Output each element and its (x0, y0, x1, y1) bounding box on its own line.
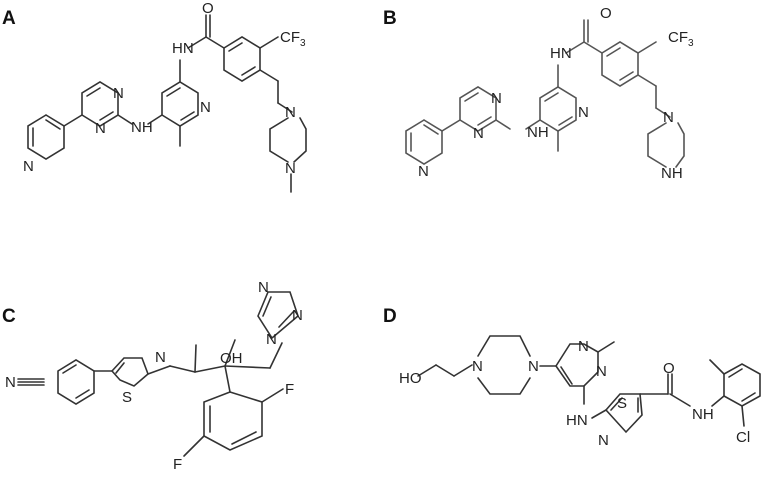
atom-n-pyridine-central-b: N (578, 104, 589, 121)
triazole-ring-c (257, 291, 299, 339)
benzonitrile-ring-c (57, 359, 113, 405)
atom-o-b: O (600, 5, 612, 22)
atom-n-pyrimidine-b1: N (491, 90, 502, 107)
atom-cf3-a: CF3 (280, 29, 306, 49)
atom-n-triazole-c3: N (292, 307, 303, 324)
atom-n-piperazine-a2: N (285, 160, 296, 177)
pyrimidine-ring-a (63, 81, 119, 127)
atom-n-pyridine-a: N (23, 158, 34, 175)
panel-label-d: D (383, 306, 397, 327)
pyrimidine-ring-d (555, 341, 615, 405)
atom-s-thiazole-d: S (617, 395, 627, 412)
molecule-d: HO N N N N HN S N (399, 335, 761, 449)
atom-o-d: O (663, 360, 675, 377)
atom-ho-d: HO (399, 370, 422, 387)
atom-o-a: O (202, 0, 214, 17)
atom-n-piperazine-d2: N (528, 358, 539, 375)
pyrimidine-ring-b (441, 86, 497, 132)
atom-nh-amide-d: NH (692, 406, 714, 423)
molecule-c: N N S OH (5, 279, 303, 473)
difluorophenyl-ring-c (183, 388, 284, 457)
atom-n-piperazine-a1: N (285, 104, 296, 121)
panel-label-b: B (383, 8, 397, 29)
atom-n-piperazine-d1: N (472, 358, 483, 375)
atom-oh-c: OH (220, 350, 243, 367)
piperazine-ring-a (269, 117, 307, 193)
atom-n-pyrimidine-b2: N (473, 125, 484, 142)
pyridine-ring-a (27, 114, 65, 160)
atom-f-c2: F (173, 456, 182, 473)
atom-nh-amide-b: HN (550, 45, 572, 62)
central-pyridine-b (539, 86, 577, 152)
panel-label-c: C (2, 306, 16, 327)
atom-cf3-b: CF3 (668, 29, 694, 49)
atom-cl-d: Cl (736, 429, 750, 446)
atom-s-thiazole-c: S (122, 389, 132, 406)
atom-n-triazole-c1: N (266, 331, 277, 348)
atom-nh-b: NH (527, 124, 549, 141)
atom-nh-a: NH (131, 119, 153, 136)
panel-label-a: A (2, 8, 16, 29)
central-pyridine-a (161, 81, 199, 147)
thiazole-ring-c (111, 357, 171, 387)
atom-f-c1: F (285, 381, 294, 398)
atom-n-piperazine-b1: N (663, 109, 674, 126)
chlorophenyl-ring-d (709, 359, 761, 427)
atom-n-thiazole-d: N (598, 432, 609, 449)
atom-n-pyrimidine-a2: N (95, 120, 106, 137)
atom-n-nitrile-c: N (5, 374, 16, 391)
atom-n-pyridine-central-a: N (200, 99, 211, 116)
atom-n-thiazole-c: N (155, 349, 166, 366)
piperazine-ring-d (477, 335, 557, 395)
benzene-ring-a (223, 36, 293, 113)
atom-n-triazole-c2: N (258, 279, 269, 296)
atom-nh-amide-a: HN (172, 40, 194, 57)
piperazine-ring-b (647, 122, 685, 168)
atom-nh-d: HN (566, 412, 588, 429)
pyridine-ring-b (405, 119, 443, 165)
thiazole-ring-d (591, 393, 669, 434)
atom-n-pyrimidine-d1: N (578, 338, 589, 355)
molecule-a: N N N NH N HN (23, 0, 307, 193)
atom-n-pyridine-b: N (418, 163, 429, 180)
atom-n-pyrimidine-d2: N (596, 363, 607, 380)
benzene-ring-b (601, 41, 671, 118)
atom-n-pyrimidine-a1: N (113, 85, 124, 102)
molecule-b: N N N NH N HN O (405, 5, 694, 182)
atom-nh-piperazine-b2: NH (661, 165, 683, 182)
